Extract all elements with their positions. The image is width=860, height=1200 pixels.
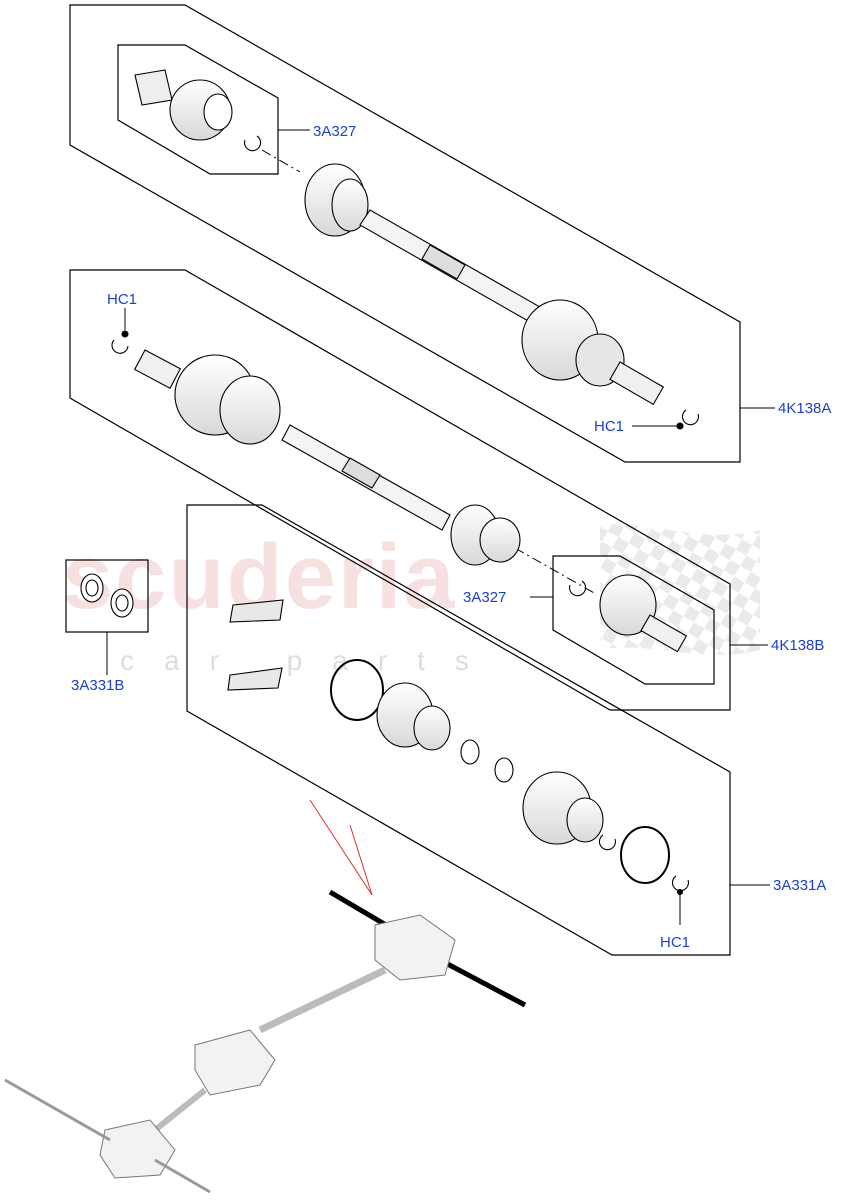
callout-hc1-left[interactable]: HC1 <box>107 291 138 308</box>
boot-kit-3a331a <box>227 599 689 896</box>
frame-4k138b <box>69 269 731 711</box>
frame-3a327-mid <box>552 555 715 685</box>
callout-3a331b[interactable]: 3A331B <box>71 677 125 694</box>
driveshaft-4k138a <box>111 69 699 430</box>
driveshaft-4k138b <box>133 349 688 653</box>
seal-kit-3a331b <box>80 573 134 618</box>
callout-3a327-top[interactable]: 3A327 <box>313 123 357 140</box>
drivetrain-overview <box>4 889 527 1194</box>
frame-4k138a <box>69 4 741 463</box>
frame-3a331b <box>65 559 149 633</box>
frame-3a327-top <box>117 44 279 175</box>
callout-hc1-bottom[interactable]: HC1 <box>660 934 691 951</box>
callout-3a327-mid[interactable]: 3A327 <box>463 589 507 606</box>
location-pointer <box>309 799 373 896</box>
watermark-sub: car parts <box>120 645 499 676</box>
callout-hc1-right[interactable]: HC1 <box>594 418 625 435</box>
callout-4k138a[interactable]: 4K138A <box>778 400 832 417</box>
callout-3a331a[interactable]: 3A331A <box>773 877 827 894</box>
callout-4k138b[interactable]: 4K138B <box>771 637 825 654</box>
frame-3a331a <box>186 504 731 956</box>
